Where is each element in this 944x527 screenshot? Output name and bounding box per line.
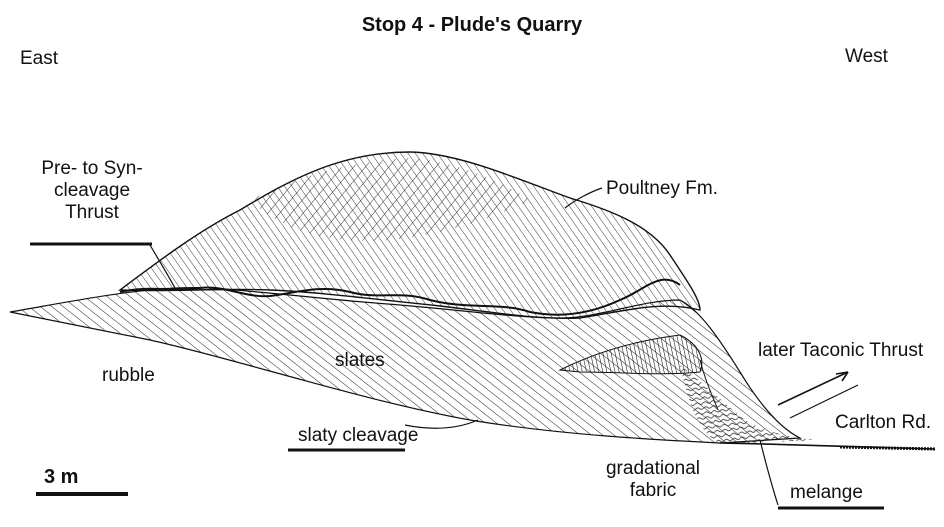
thrust-label-line3: Thrust	[22, 202, 162, 224]
direction-east: East	[20, 48, 58, 70]
direction-west: West	[845, 46, 888, 68]
slaty-cleavage-label: slaty cleavage	[298, 425, 418, 447]
scale-bar-label: 3 m	[44, 466, 78, 489]
later-thrust-label: later Taconic Thrust	[758, 340, 923, 362]
gradational-line1: gradational	[588, 458, 718, 480]
melange-label: melange	[790, 482, 863, 504]
slates-label: slates	[335, 350, 385, 372]
thrust-label-line1: Pre- to Syn-	[22, 158, 162, 180]
poultney-label: Poultney Fm.	[606, 178, 718, 200]
page-title: Stop 4 - Plude's Quarry	[0, 14, 944, 37]
carlton-road-label: Carlton Rd.	[835, 412, 931, 434]
thrust-label: Pre- to Syn- cleavage Thrust	[22, 158, 162, 224]
ground-line	[720, 443, 935, 449]
rubble-label: rubble	[102, 365, 155, 387]
thrust-label-line2: cleavage	[22, 180, 162, 202]
gradational-line2: fabric	[588, 480, 718, 502]
gradational-fabric-label: gradational fabric	[588, 458, 718, 502]
melange-leader	[760, 440, 778, 505]
thrust-arrow	[778, 372, 848, 405]
